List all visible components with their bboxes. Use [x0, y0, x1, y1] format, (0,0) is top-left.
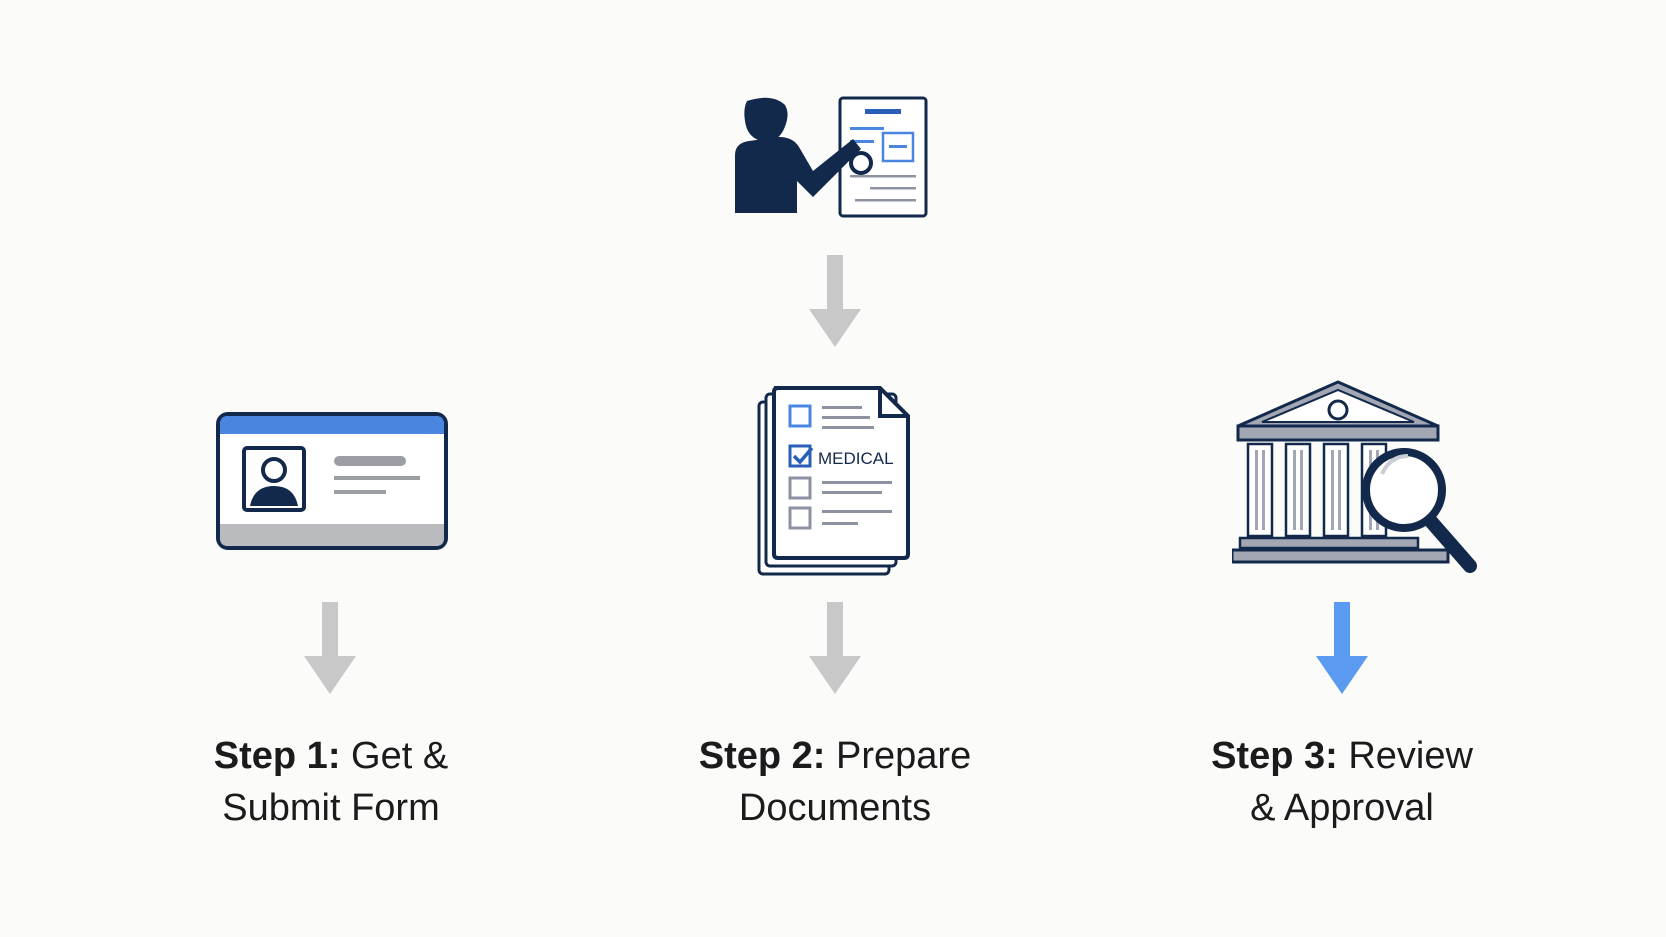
step-3-label: Step 3: Review & Approval	[1132, 730, 1552, 834]
step-1-line1: Step 1: Get &	[121, 730, 541, 782]
id-card-icon	[216, 412, 448, 550]
step-1-title-part1: Get &	[340, 735, 449, 777]
step-3-line1: Step 3: Review	[1132, 730, 1552, 782]
step-2-title-part1: Prepare	[825, 735, 972, 777]
courthouse-magnifier-icon	[1232, 380, 1477, 573]
step-1-title-part2: Submit Form	[222, 787, 440, 829]
step-3-number: Step 3:	[1211, 735, 1338, 777]
person-presenting-document-icon	[735, 96, 928, 218]
step-3-title-part1: Review	[1337, 735, 1473, 777]
step-1-number: Step 1:	[213, 735, 341, 777]
step-2-line1: Step 2: Prepare	[625, 730, 1045, 782]
step-2-number: Step 2:	[698, 735, 826, 777]
step-1-label: Step 1: Get & Submit Form	[121, 730, 541, 834]
document-checklist-icon: MEDICAL	[757, 386, 910, 576]
step-2-title-part2: Documents	[738, 787, 932, 829]
documents-tag: MEDICAL	[818, 449, 894, 468]
step-2-label: Step 2: Prepare Documents	[625, 730, 1045, 834]
arrow-presenter-to-documents	[809, 255, 861, 347]
arrow-step-3	[1316, 602, 1368, 694]
arrow-step-1	[304, 602, 356, 694]
arrow-step-2	[809, 602, 861, 694]
step-3-title-part2: & Approval	[1250, 787, 1434, 829]
